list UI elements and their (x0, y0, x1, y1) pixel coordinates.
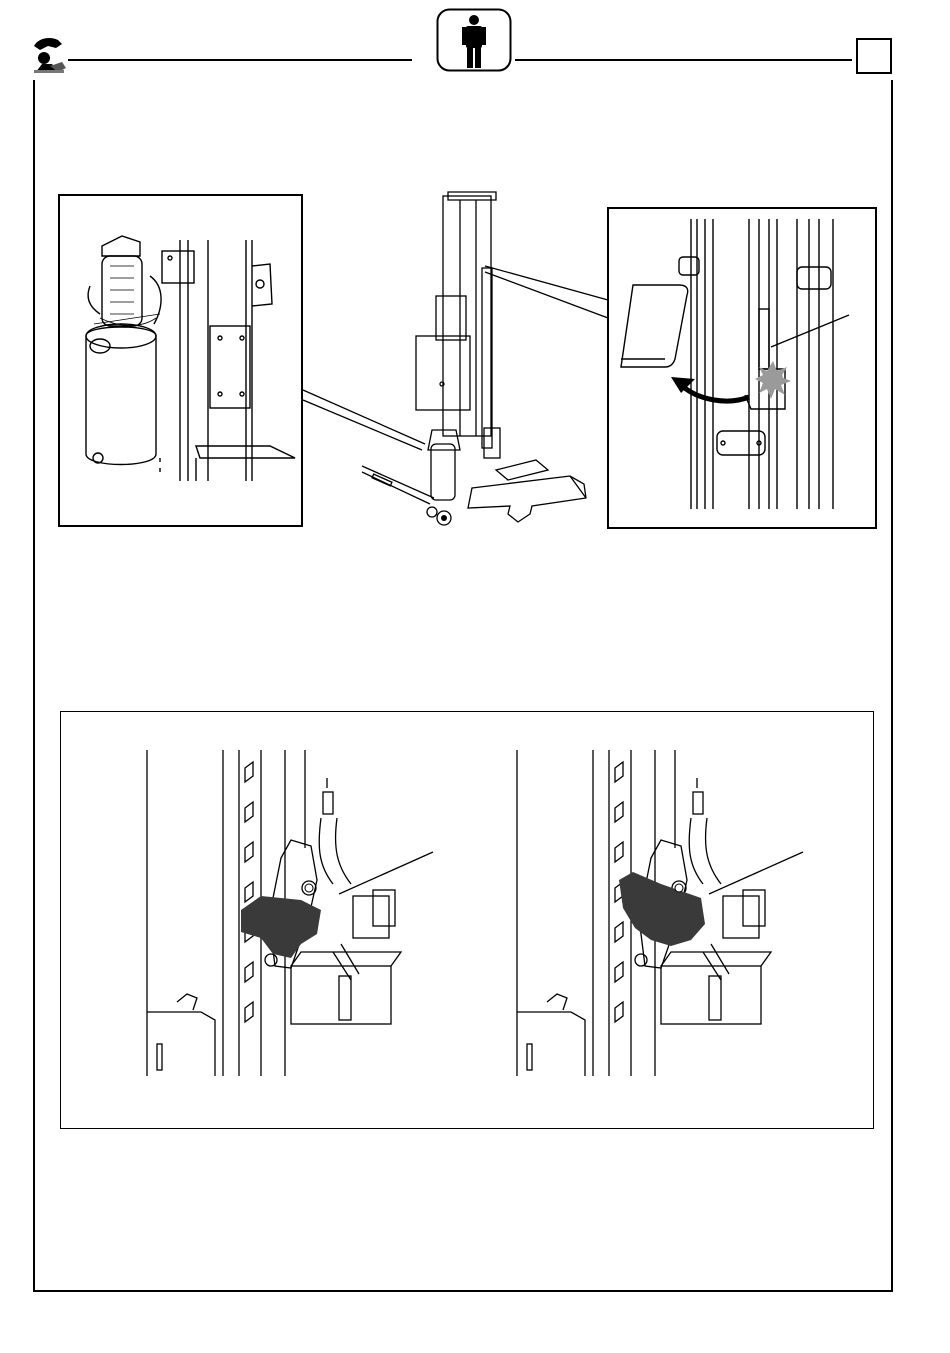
safety-latch-engaged (141, 748, 461, 1078)
control-pedal-detail (607, 207, 877, 529)
safety-latch-figure (60, 711, 874, 1129)
column-lift-overview (300, 188, 612, 538)
technician-icon (28, 32, 70, 76)
hydraulic-unit-detail (58, 194, 303, 527)
safety-latch-released (511, 748, 831, 1078)
operator-person-icon (436, 8, 512, 72)
page-number-box (856, 38, 892, 74)
